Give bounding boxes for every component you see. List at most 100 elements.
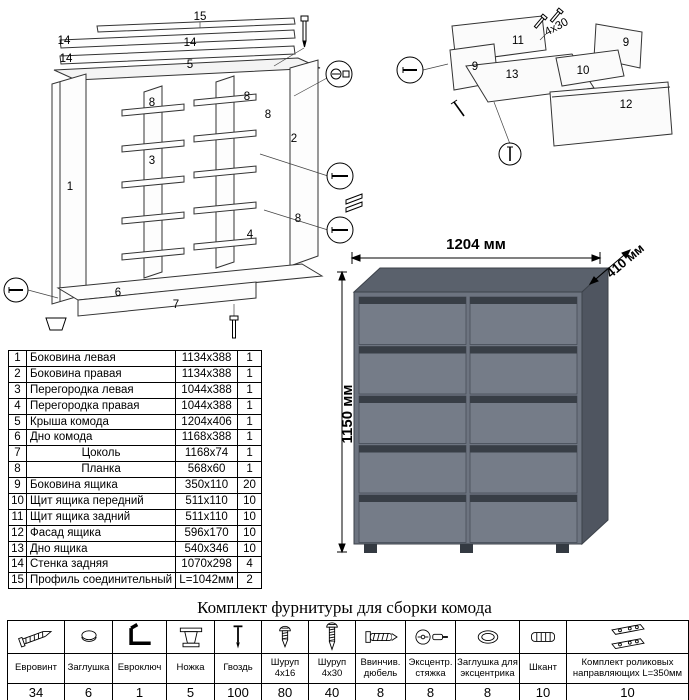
- back-panel-bottom: [59, 45, 296, 65]
- part-qty: 20: [237, 477, 263, 494]
- drawer-front-panel: [555, 49, 625, 87]
- drawer-front: [469, 395, 578, 444]
- part-name: Боковина правая: [25, 365, 177, 383]
- part-qty: 4: [237, 556, 263, 574]
- part-size: 568x60: [175, 461, 239, 478]
- diagram-label: 8: [295, 213, 301, 225]
- leg-icon: [166, 620, 215, 654]
- drawer-front: [358, 494, 467, 543]
- hardware-name: Шуруп 4x30: [308, 653, 356, 684]
- callout-nail-glyph: [507, 146, 513, 161]
- bolt-glyph-bottom: [229, 315, 239, 339]
- diagram-label: 4: [247, 229, 254, 241]
- plinth-panel: [77, 281, 257, 317]
- part-size: 1070x298: [175, 556, 239, 574]
- part-name: Перегородка правая: [25, 397, 177, 415]
- drawer-front: [469, 296, 578, 345]
- part-size: L=1042мм: [175, 572, 239, 590]
- part-qty: 2: [237, 572, 263, 590]
- hardware-name: Комплект роликовых направляющих L=350мм: [566, 653, 689, 684]
- part-qty: 10: [237, 524, 263, 542]
- dresser-right-face: [581, 266, 609, 546]
- part-name: Боковина ящика: [25, 477, 177, 494]
- part-size: 511x110: [175, 508, 239, 526]
- diagram-label: 7: [173, 299, 179, 311]
- euro-screw-icon: [7, 620, 65, 654]
- part-number: 8: [8, 461, 27, 478]
- part-qty: 10: [237, 492, 263, 510]
- part-qty: 1: [237, 429, 263, 447]
- hardware-qty: 8: [455, 683, 520, 700]
- diagram-label: 3: [149, 155, 155, 167]
- diagram-label: 2: [291, 133, 297, 145]
- diagram-label: 11: [512, 35, 524, 47]
- part-size: 1168x388: [175, 429, 239, 447]
- diagram-label: 10: [577, 65, 590, 77]
- facade-screws: [533, 7, 564, 29]
- hardware-qty: 6: [64, 683, 113, 700]
- diagram-label: 9: [472, 61, 478, 73]
- part-qty: 1: [237, 365, 263, 383]
- foot-glyph: [45, 317, 67, 331]
- drawer-front: [358, 445, 467, 494]
- hardware-qty: 10: [519, 683, 567, 700]
- part-size: 1044x388: [175, 381, 239, 399]
- callout-glyphs: [8, 68, 350, 293]
- part-name: Крыша комода: [25, 413, 177, 431]
- plug-icon: [64, 620, 113, 654]
- diagram-label: 13: [506, 69, 519, 81]
- dresser-foot-right: [556, 544, 569, 553]
- drawer-front: [358, 395, 467, 444]
- dimension-lines: [337, 249, 632, 554]
- part-name: Перегородка левая: [25, 381, 177, 399]
- part-qty: 1: [237, 397, 263, 415]
- screw-long-icon: [308, 620, 356, 654]
- hardware-qty: 80: [261, 683, 309, 700]
- hardware-qty: 8: [405, 683, 456, 700]
- part-name: Дно комода: [25, 429, 177, 447]
- diagram-label: 5: [187, 59, 193, 71]
- diagram-label: 4х30: [543, 16, 571, 38]
- part-number: 1: [8, 350, 27, 367]
- part-qty: 1: [237, 461, 263, 478]
- drawer-front: [358, 346, 467, 395]
- right-partition-rails: [193, 93, 257, 251]
- depth-dimension: 410 мм: [603, 240, 647, 280]
- part-number: 13: [8, 540, 27, 558]
- part-qty: 1: [237, 350, 263, 367]
- hardware-qty: 100: [214, 683, 262, 700]
- part-number: 7: [8, 445, 27, 463]
- part-name: Профиль соединительный: [25, 572, 177, 590]
- drawer-facade: [549, 81, 673, 147]
- diagram-label: 14: [184, 37, 197, 49]
- rail-glyph: [345, 193, 363, 213]
- diagram-label: 14: [60, 53, 73, 65]
- part-size: 1044x388: [175, 397, 239, 415]
- part-size: 540x346: [175, 540, 239, 558]
- drawer-fronts: [358, 296, 578, 543]
- nail-glyph: [450, 99, 465, 117]
- drawer-parts: [449, 15, 673, 147]
- part-size: 350x110: [175, 477, 239, 494]
- part-number: 14: [8, 556, 27, 574]
- connector-profile: [96, 17, 296, 33]
- diagram-label: 12: [620, 99, 633, 111]
- part-size: 511x110: [175, 492, 239, 510]
- part-qty: 1: [237, 381, 263, 399]
- part-number: 11: [8, 508, 27, 526]
- diagram-label: 6: [115, 287, 121, 299]
- part-name: Щит ящика задний: [25, 508, 177, 526]
- hardware-name: Шуруп 4x16: [261, 653, 309, 684]
